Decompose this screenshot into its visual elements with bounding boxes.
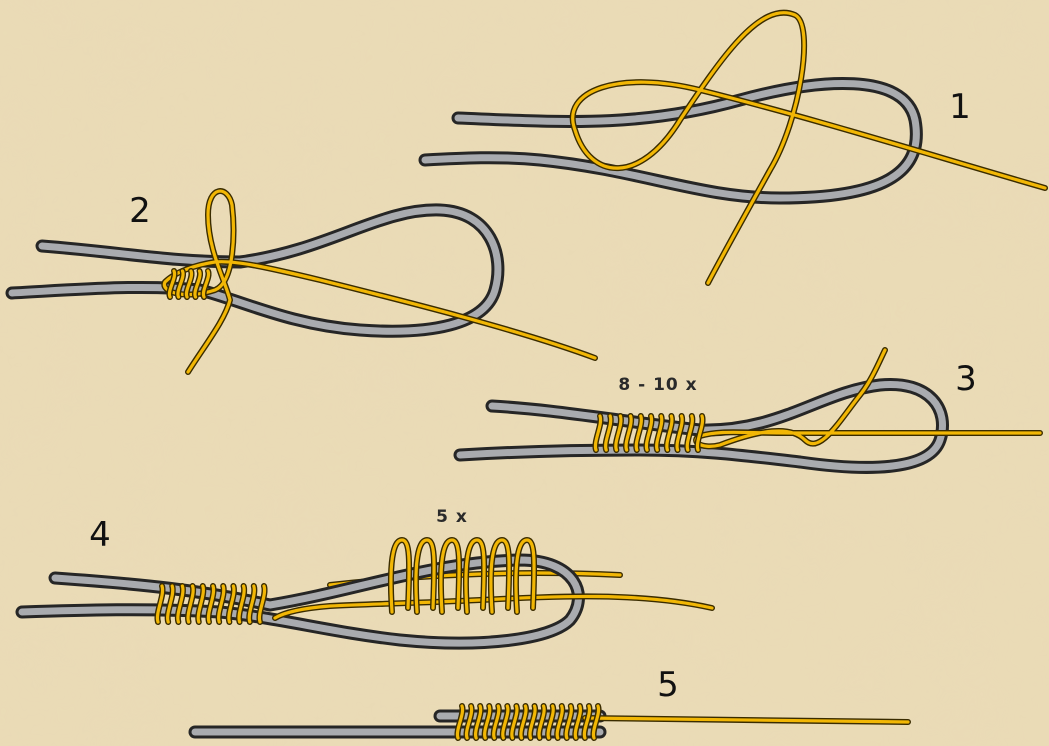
step-3-number: 3 — [955, 359, 977, 399]
step-4-number: 4 — [89, 515, 111, 555]
step-1-number: 1 — [949, 87, 971, 127]
step-2-number: 2 — [129, 191, 151, 231]
step-4-wraps-label: 5 x — [436, 507, 468, 527]
step-3-wraps-label: 8 - 10 x — [618, 375, 697, 395]
step-5-number: 5 — [657, 665, 679, 705]
